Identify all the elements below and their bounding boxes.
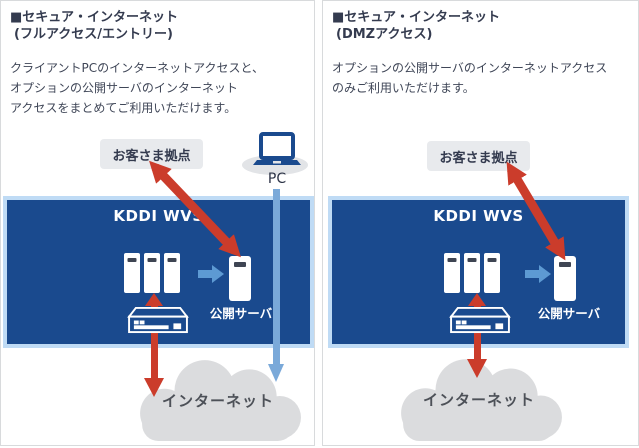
to-public-server-arrow (198, 270, 212, 278)
server-slot (127, 258, 137, 262)
panel-title-line2: (フルアクセス/エントリー) (14, 27, 173, 42)
server-slot (447, 258, 457, 262)
internet-label: インターネット (422, 391, 535, 409)
customer-site-text: お客さま拠点 (439, 150, 518, 166)
panel-description: オプションの公開サーバのインターネットアクセス のみご利用いただけます。 (332, 58, 607, 98)
router-device-icon (449, 307, 511, 334)
router-device-icon (127, 307, 189, 334)
public-server-label: 公開サーバ (537, 306, 601, 321)
panel-title: ■セキュア・インターネット (フルアクセス/エントリー) (10, 9, 178, 43)
internet-label: インターネット (161, 392, 274, 410)
device-up-arrowhead-icon (468, 293, 486, 306)
description-line: オプションの公開サーバのインターネット (10, 81, 238, 95)
device-internet-arrowhead-icon (144, 378, 164, 397)
kddi-wvs-title: KDDI WVS (433, 207, 524, 225)
public-server-label: 公開サーバ (209, 306, 273, 321)
server-slot (467, 258, 477, 262)
server-slot (559, 262, 571, 267)
device-internet-arrowhead-icon (467, 359, 487, 378)
laptop-icon (253, 132, 301, 165)
server-slot (487, 258, 497, 262)
site-server-double-arrow (149, 160, 241, 258)
device-internet-arrow (474, 333, 481, 359)
cloud-shape (140, 360, 301, 441)
server-tower-icon (144, 253, 160, 293)
server-slot (147, 258, 157, 262)
panel-dmz-access: ■セキュア・インターネット (DMZアクセス) オプションの公開サーバのインター… (322, 0, 639, 446)
server-tower-icon (124, 253, 140, 293)
public-server-icon (229, 256, 251, 301)
panel-description: クライアントPCのインターネットアクセスと、 オプションの公開サーバのインターネ… (10, 58, 264, 118)
server-slot (167, 258, 177, 262)
server-slot (234, 262, 246, 267)
description-line: のみご利用いただけます。 (332, 81, 475, 95)
description-line: オプションの公開サーバのインターネットアクセス (332, 61, 608, 75)
description-line: クライアントPCのインターネットアクセスと、 (10, 61, 265, 75)
server-tower-icon (464, 253, 480, 293)
to-public-server-arrowhead-icon (539, 265, 551, 283)
cloud-shape (401, 359, 562, 441)
customer-site-text: お客さま拠点 (112, 148, 191, 164)
public-server-icon (554, 256, 576, 301)
panel-title-line1: ■セキュア・インターネット (332, 10, 501, 25)
pc-label: PC (267, 171, 287, 187)
panel-title-line1: ■セキュア・インターネット (10, 10, 179, 25)
pc-internet-line (273, 189, 280, 364)
description-line: アクセスをまとめてご利用いただけます。 (10, 101, 237, 115)
pc-internet-arrowhead-icon (268, 364, 284, 382)
panel-title-line2: (DMZアクセス) (336, 27, 433, 42)
server-tower-icon (484, 253, 500, 293)
site-server-double-arrow (506, 161, 566, 261)
device-up-arrowhead-icon (145, 293, 163, 306)
to-public-server-arrow (525, 270, 539, 278)
to-public-server-arrowhead-icon (212, 265, 224, 283)
server-tower-icon (444, 253, 460, 293)
server-tower-icon (164, 253, 180, 293)
panel-title: ■セキュア・インターネット (DMZアクセス) (332, 9, 500, 43)
panel-full-access: ■セキュア・インターネット (フルアクセス/エントリー) クライアントPCのイン… (0, 0, 315, 446)
device-internet-arrow (151, 333, 158, 378)
